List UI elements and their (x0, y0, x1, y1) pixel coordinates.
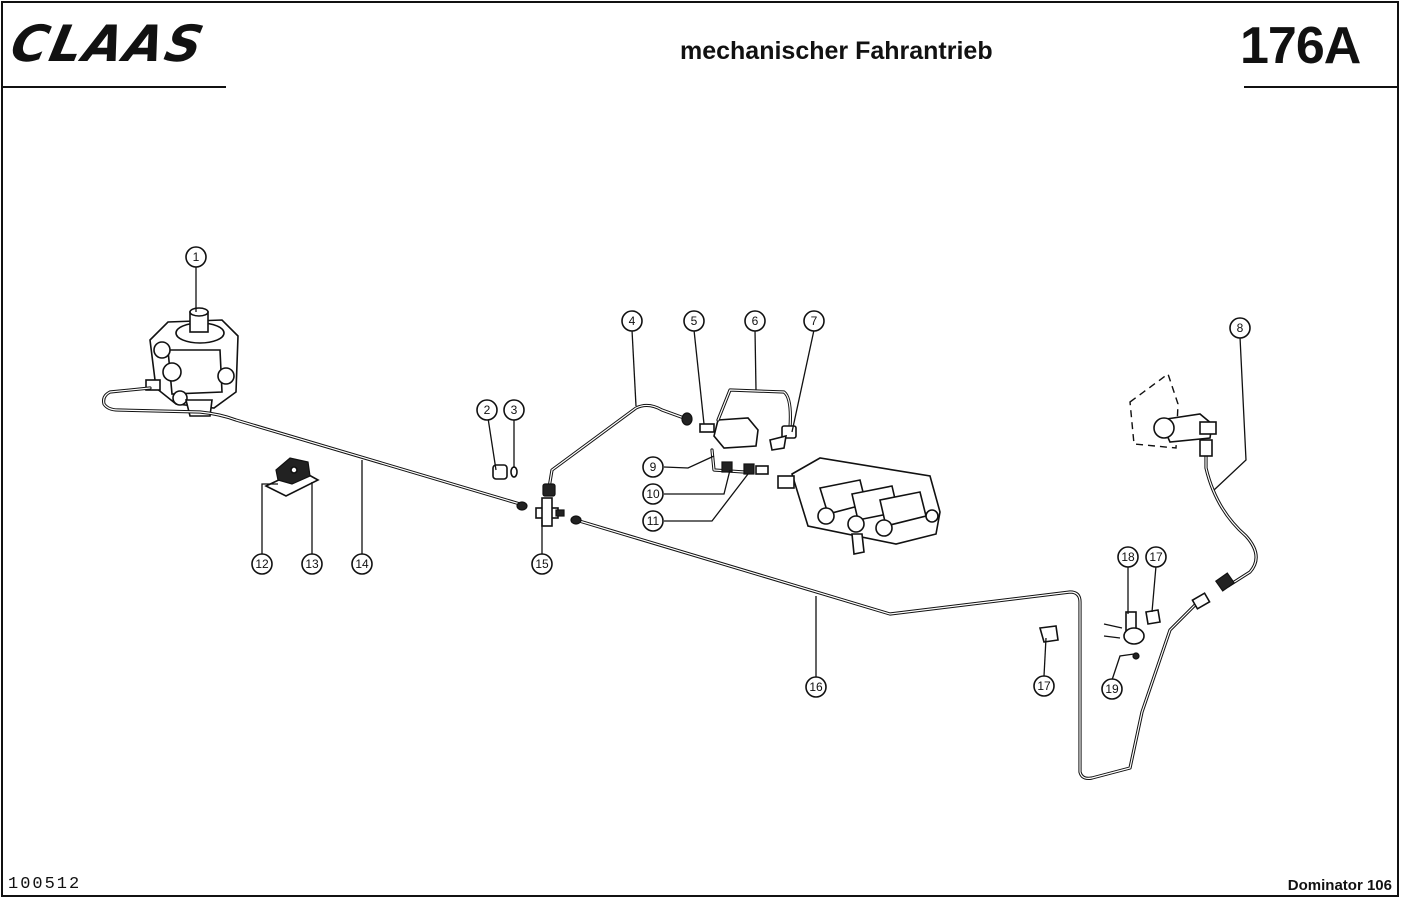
callout-10: 10 (642, 483, 664, 505)
callout-17-right: 17 (1145, 546, 1167, 568)
callout-12: 12 (251, 553, 273, 575)
svg-text:11: 11 (647, 514, 660, 528)
callout-13: 13 (301, 553, 323, 575)
svg-text:18: 18 (1121, 550, 1135, 564)
callout-16: 16 (805, 676, 827, 698)
document-number: 100512 (8, 875, 82, 894)
callout-15: 15 (531, 553, 553, 575)
pipe-4 (542, 403, 693, 497)
svg-text:12: 12 (255, 557, 269, 571)
header-rule-left (2, 86, 226, 88)
tee-fitting (535, 497, 565, 527)
svg-text:15: 15 (535, 557, 549, 571)
svg-text:17: 17 (1149, 550, 1163, 564)
callout-2: 2 (476, 399, 498, 421)
callout-17-left: 17 (1033, 675, 1055, 697)
callout-8: 8 (1229, 317, 1251, 339)
page-title: mechanischer Fahrantrieb (680, 37, 993, 65)
svg-text:13: 13 (305, 557, 319, 571)
callout-6: 6 (744, 310, 766, 332)
page-number: 176A (1240, 17, 1361, 75)
svg-text:1: 1 (193, 250, 200, 264)
svg-text:16: 16 (809, 680, 823, 694)
svg-text:2: 2 (484, 403, 491, 417)
check-valve-assembly (699, 388, 797, 475)
callout-7: 7 (803, 310, 825, 332)
callout-3: 3 (503, 399, 525, 421)
callout-4: 4 (621, 310, 643, 332)
header-rule-right (1244, 86, 1398, 88)
callout-18: 18 (1117, 546, 1139, 568)
control-valve-bank (777, 457, 941, 555)
svg-text:19: 19 (1105, 682, 1119, 696)
callout-5: 5 (683, 310, 705, 332)
callout-9: 9 (642, 456, 664, 478)
callout-19: 19 (1101, 678, 1123, 700)
drive-motor-hose (1129, 372, 1258, 592)
svg-text:3: 3 (511, 403, 518, 417)
pump-unit (145, 307, 239, 417)
callout-11: 11 (642, 510, 664, 532)
svg-text:4: 4 (629, 314, 636, 328)
clips-and-grommet (1038, 609, 1161, 660)
clamp-bracket (264, 457, 320, 497)
svg-text:17: 17 (1037, 679, 1051, 693)
svg-text:9: 9 (650, 460, 657, 474)
pipe-14 (102, 386, 528, 511)
svg-text:6: 6 (752, 314, 759, 328)
pipe-16 (570, 515, 1211, 780)
callout-14: 14 (351, 553, 373, 575)
svg-text:8: 8 (1237, 321, 1244, 335)
svg-text:14: 14 (355, 557, 369, 571)
svg-text:10: 10 (646, 487, 660, 501)
svg-text:5: 5 (691, 314, 698, 328)
svg-text:7: 7 (811, 314, 818, 328)
leader-lines (195, 266, 1247, 681)
nut-and-ring (492, 464, 518, 480)
machine-model: Dominator 106 (1287, 877, 1392, 894)
callout-1: 1 (185, 246, 207, 268)
